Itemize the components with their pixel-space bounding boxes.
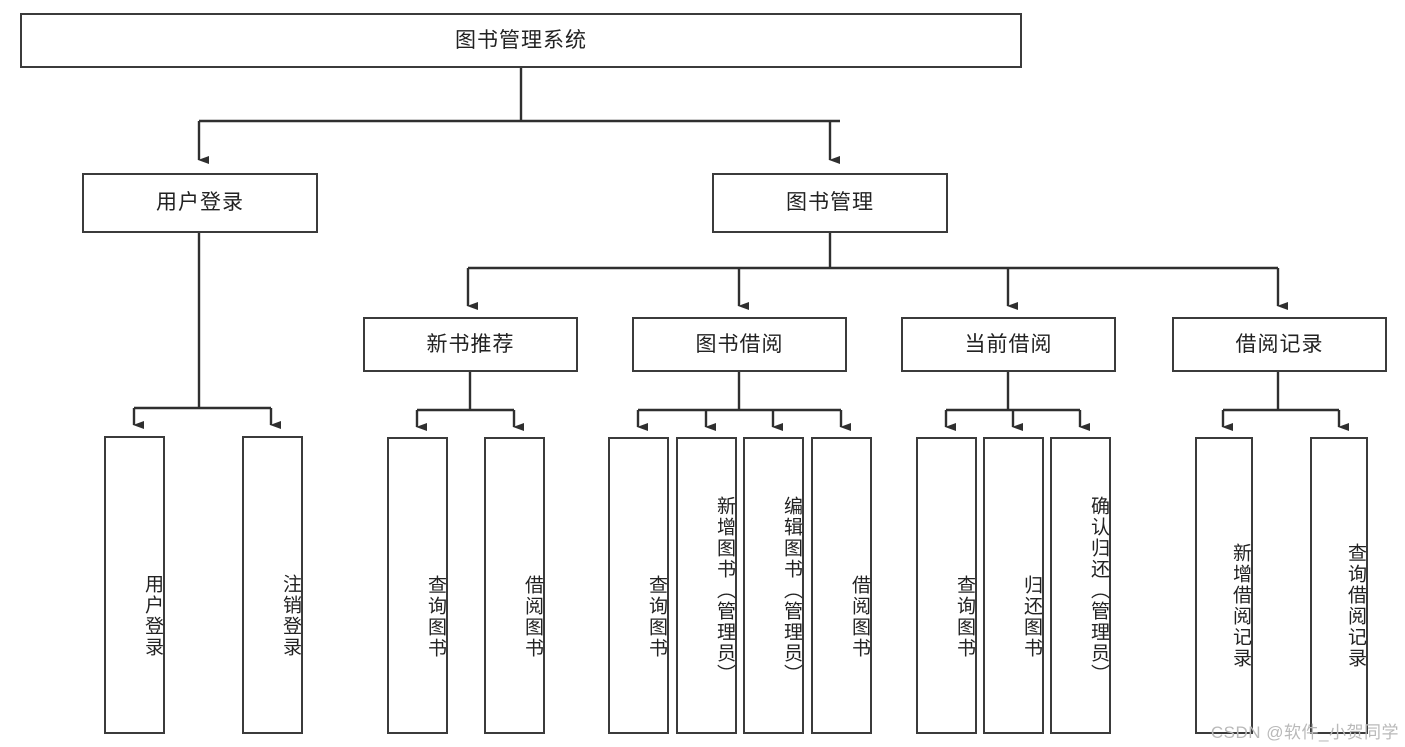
csdn-watermark: CSDN @软件_小贺同学	[1210, 723, 1399, 742]
leaf-user-login[interactable]: 用户登录	[104, 436, 165, 734]
node-borrow-record[interactable]: 借阅记录	[1172, 317, 1387, 372]
node-book-management[interactable]: 图书管理	[712, 173, 948, 233]
leaf-borrow-add-book-admin[interactable]: 新增图书（管理员）	[676, 437, 737, 734]
leaf-record-query-borrow-record[interactable]: 查询借阅记录	[1310, 437, 1368, 734]
leaf-current-query-book[interactable]: 查询图书	[916, 437, 977, 734]
leaf-newbook-query-book[interactable]: 查询图书	[387, 437, 448, 734]
leaf-borrow-edit-book-admin[interactable]: 编辑图书（管理员）	[743, 437, 804, 734]
node-user-login[interactable]: 用户登录	[82, 173, 318, 233]
node-root-book-management-system[interactable]: 图书管理系统	[20, 13, 1022, 68]
leaf-borrow-borrow-book[interactable]: 借阅图书	[811, 437, 872, 734]
node-new-book-recommendation[interactable]: 新书推荐	[363, 317, 578, 372]
leaf-newbook-borrow-book[interactable]: 借阅图书	[484, 437, 545, 734]
leaf-logout[interactable]: 注销登录	[242, 436, 303, 734]
node-current-borrowing[interactable]: 当前借阅	[901, 317, 1116, 372]
leaf-borrow-query-book[interactable]: 查询图书	[608, 437, 669, 734]
leaf-current-confirm-return-admin[interactable]: 确认归还（管理员）	[1050, 437, 1111, 734]
leaf-current-return-book[interactable]: 归还图书	[983, 437, 1044, 734]
leaf-record-add-borrow-record[interactable]: 新增借阅记录	[1195, 437, 1253, 734]
node-book-borrowing[interactable]: 图书借阅	[632, 317, 847, 372]
